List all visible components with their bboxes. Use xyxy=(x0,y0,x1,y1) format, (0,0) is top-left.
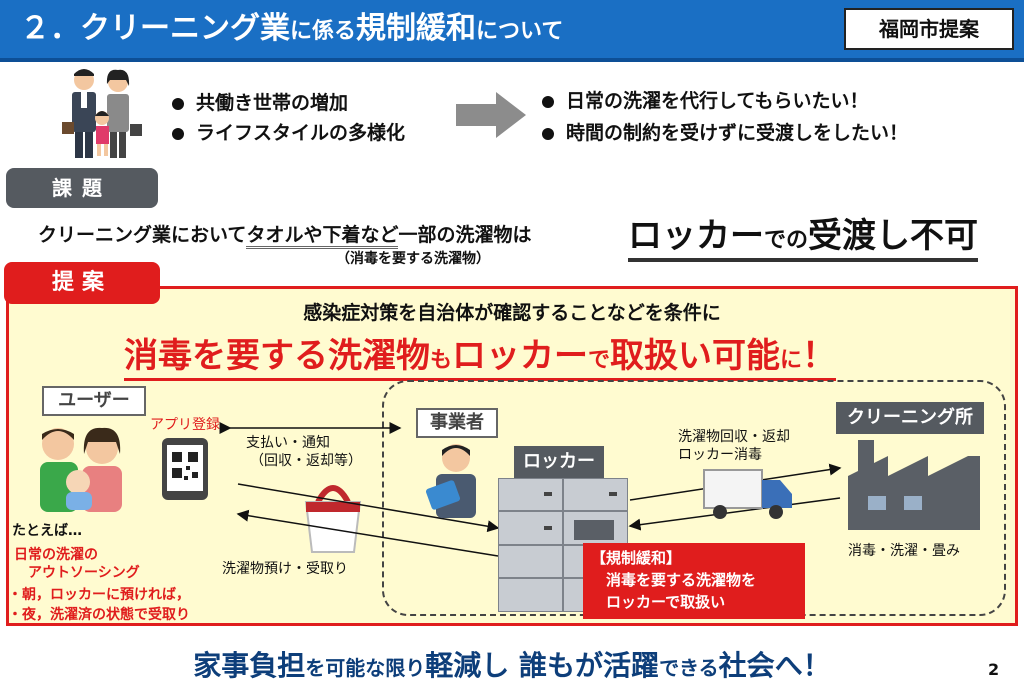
page-number: 2 xyxy=(988,660,1000,679)
deregulation-box: 【規制緩和】 消毒を要する洗濯物を ロッカーで取扱い xyxy=(583,543,805,619)
deregulation-title: 【規制緩和】 xyxy=(591,549,682,567)
issue-highlight: ロッカーでの受渡し不可 xyxy=(628,208,979,262)
right-arrow-icon xyxy=(456,92,526,138)
header-underline xyxy=(0,58,1024,62)
cleaner-label: クリーニング所 xyxy=(836,402,984,434)
locker-label: ロッカー xyxy=(514,446,604,478)
cause-item-2: ライフスタイルの多様化 xyxy=(172,118,405,145)
delivery-truck-icon xyxy=(703,469,792,519)
proposer-badge: 福岡市提案 xyxy=(844,8,1014,50)
locker-disinfect-text: ロッカー消毒 xyxy=(678,447,762,463)
app-registration-label: アプリ登録 xyxy=(150,417,220,433)
deposit-pickup-text: 洗濯物預け・受取り xyxy=(222,561,348,577)
deregulation-line-1: 消毒を要する洗濯物を xyxy=(591,571,757,589)
bullet-dot-icon xyxy=(542,127,554,140)
need-item-2: 時間の制約を受けずに受渡しをしたい！ xyxy=(542,118,908,145)
title-part-2: に係る xyxy=(290,19,357,44)
proposal-label: 提案 xyxy=(4,262,160,304)
operator-with-tablet-illustration xyxy=(425,444,476,518)
bullet-dot-icon xyxy=(172,97,184,110)
bullet-dot-icon xyxy=(542,95,554,108)
payment-notice-text: 支払い・通知 xyxy=(246,435,330,451)
bullet-dot-icon xyxy=(172,127,184,140)
cleaner-caption: 消毒・洗濯・畳み xyxy=(848,543,960,559)
example-title: たとえば… xyxy=(12,523,82,539)
example-line-4: ・夜，洗濯済の状態で受取り xyxy=(8,607,190,623)
example-line-2: アウトソーシング xyxy=(14,565,140,581)
operator-label: 事業者 xyxy=(416,408,498,438)
title-part-3: 規制緩和 xyxy=(356,11,477,46)
issue-text: クリーニング業においてタオルや下着など一部の洗濯物は xyxy=(38,220,531,249)
title-part-4: について xyxy=(476,19,564,44)
pickup-return-text: 洗濯物回収・返却 xyxy=(678,429,790,445)
issue-label: 課題 xyxy=(6,168,158,208)
title-part-1: ２．クリーニング業 xyxy=(20,11,290,46)
payment-notice-subtext: （回収・返却等） xyxy=(250,453,362,469)
proposal-condition: 感染症対策を自治体が確認することなどを条件に xyxy=(303,302,721,324)
smartphone-qr-icon xyxy=(162,438,208,500)
user-label: ユーザー xyxy=(42,386,146,416)
deregulation-line-2: ロッカーで取扱い xyxy=(591,593,726,611)
need-item-1: 日常の洗濯を代行してもらいたい！ xyxy=(542,86,868,113)
parents-with-baby-illustration xyxy=(40,427,122,512)
factory-icon xyxy=(848,440,980,530)
cause-item-1: 共働き世帯の増加 xyxy=(172,88,348,115)
proposal-headline: 消毒を要する洗濯物もロッカーで取扱い可能に！ xyxy=(124,328,837,381)
issue-subtext: （消毒を要する洗濯物） xyxy=(336,251,490,267)
example-line-3: ・朝，ロッカーに預ければ， xyxy=(8,587,190,603)
example-line-1: 日常の洗濯の xyxy=(14,547,98,563)
family-illustration xyxy=(62,69,142,158)
page-title: ２．クリーニング業に係る規制緩和について xyxy=(20,8,563,54)
footer-slogan: 家事負担を可能な限り軽減し 誰もが活躍できる社会へ！ xyxy=(193,649,831,682)
